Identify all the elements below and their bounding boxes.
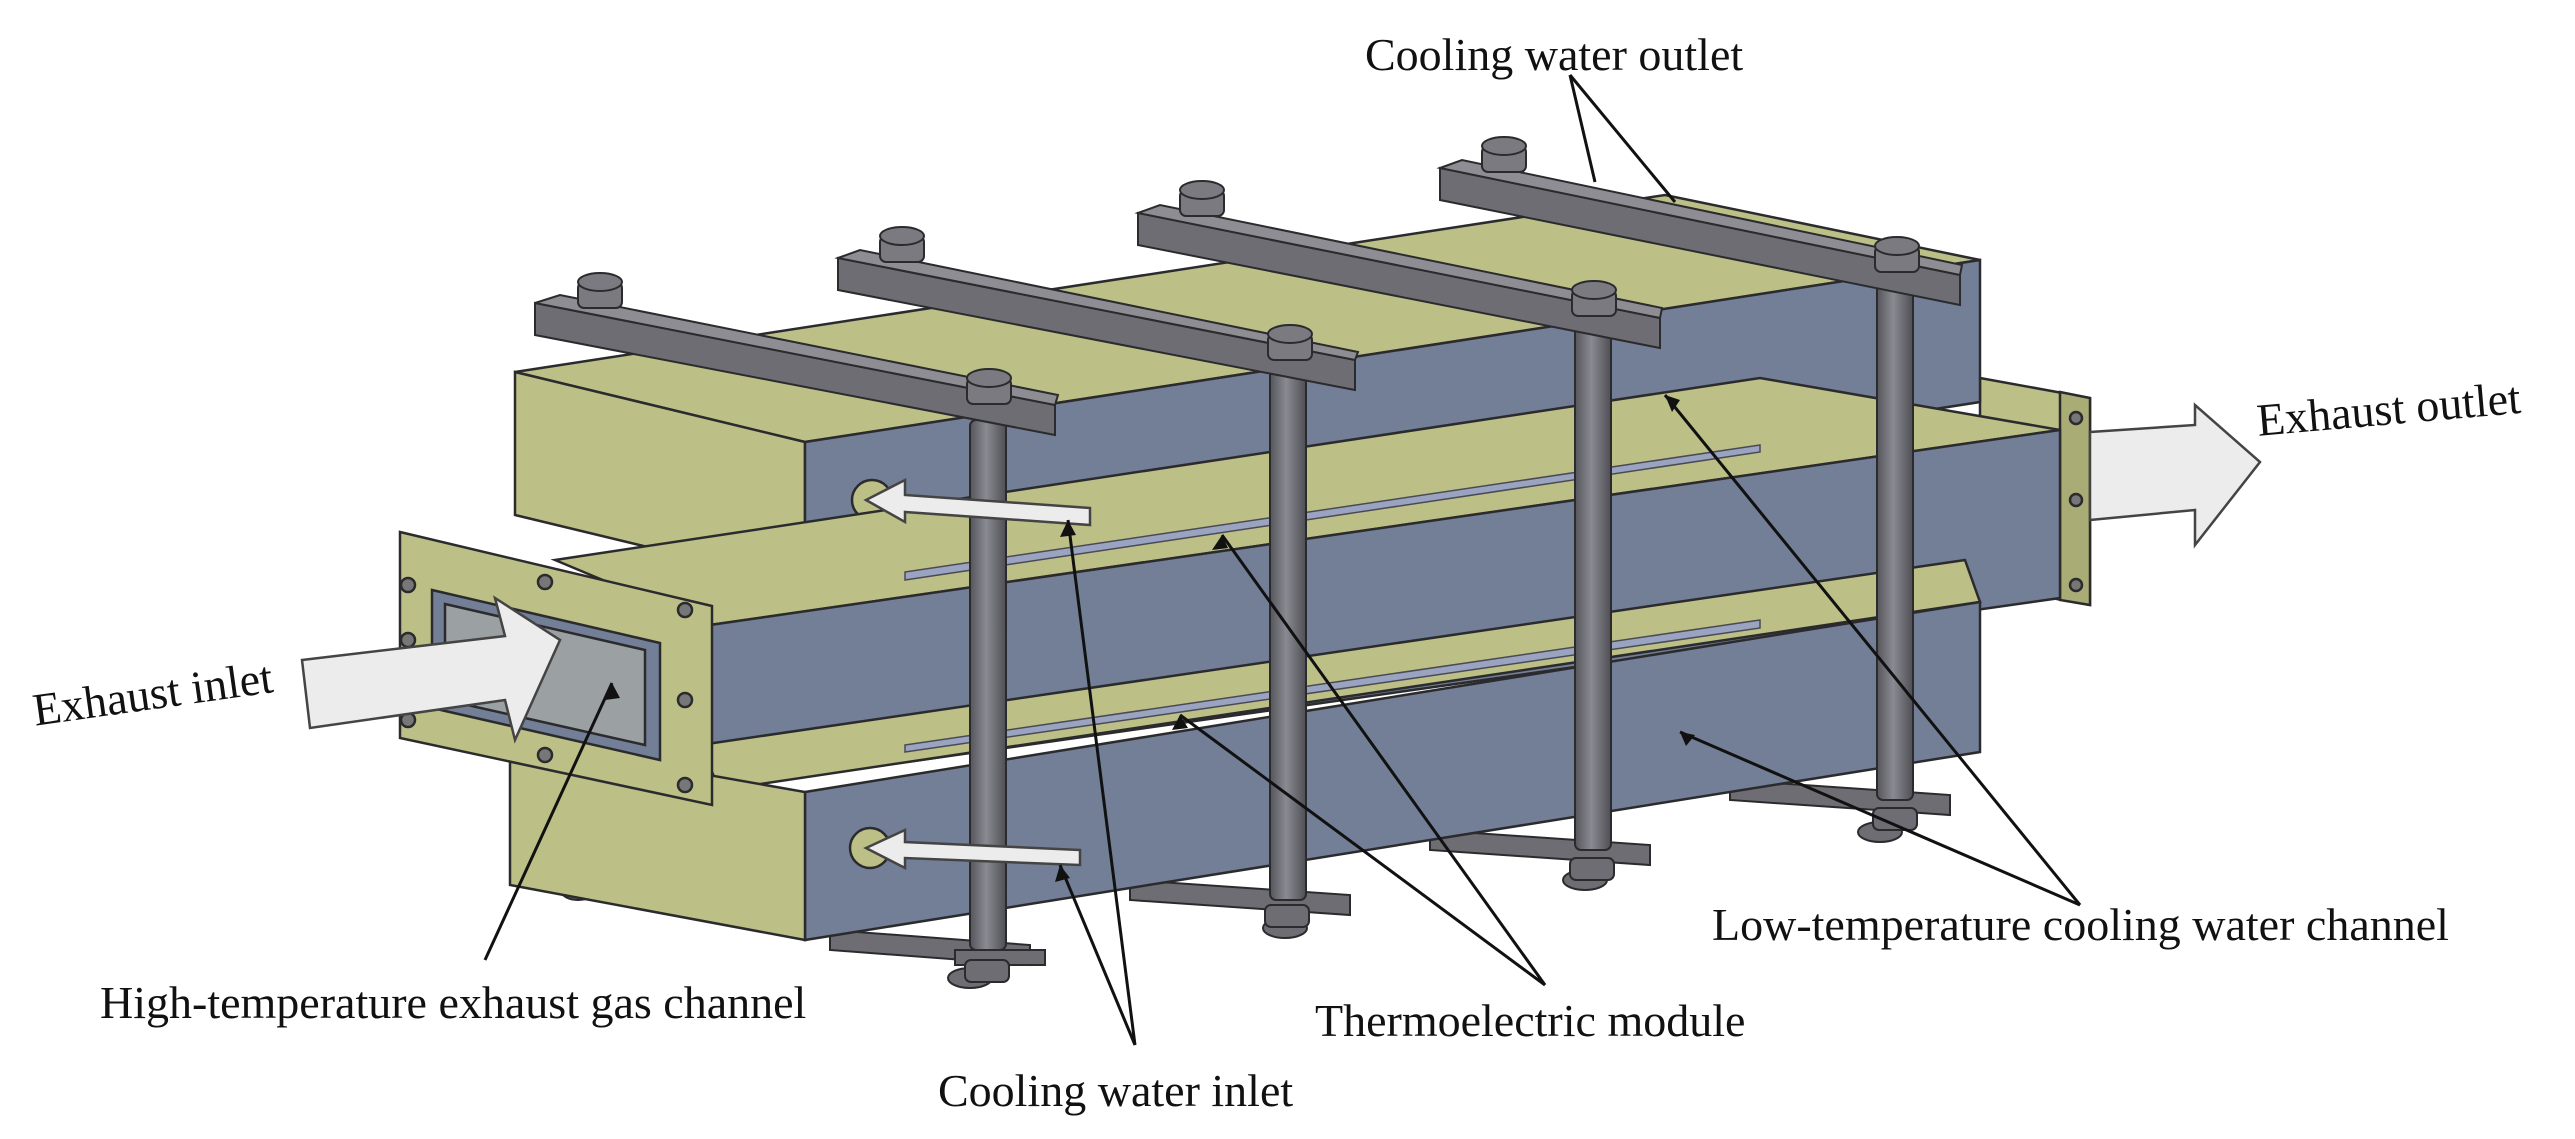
exhaust-inlet-arrow — [300, 595, 562, 744]
cooling-inlet-arrow-bottom — [863, 828, 1082, 871]
cooling-inlet-arrow-top — [863, 477, 1092, 527]
bottom-nuts — [954, 807, 1918, 983]
label-cooling-water-inlet: Cooling water inlet — [938, 1065, 1294, 1116]
top-nuts — [577, 136, 1920, 405]
label-cooling-water-outlet: Cooling water outlet — [1365, 29, 1744, 80]
leader-lines — [483, 74, 2082, 1046]
label-thermoelectric-module: Thermoelectric module — [1315, 995, 1746, 1046]
top-clamp-bars — [534, 158, 1964, 437]
exhaust-outlet-arrow — [2088, 402, 2262, 549]
arrowheads — [605, 395, 1695, 882]
flow-arrows — [300, 402, 2262, 871]
thermoelectric-module-strips — [904, 444, 1761, 753]
label-high-temperature-channel: High-temperature exhaust gas channel — [100, 977, 807, 1028]
label-low-temperature-channel: Low-temperature cooling water channel — [1712, 899, 2449, 950]
tie-rods — [969, 259, 1914, 951]
